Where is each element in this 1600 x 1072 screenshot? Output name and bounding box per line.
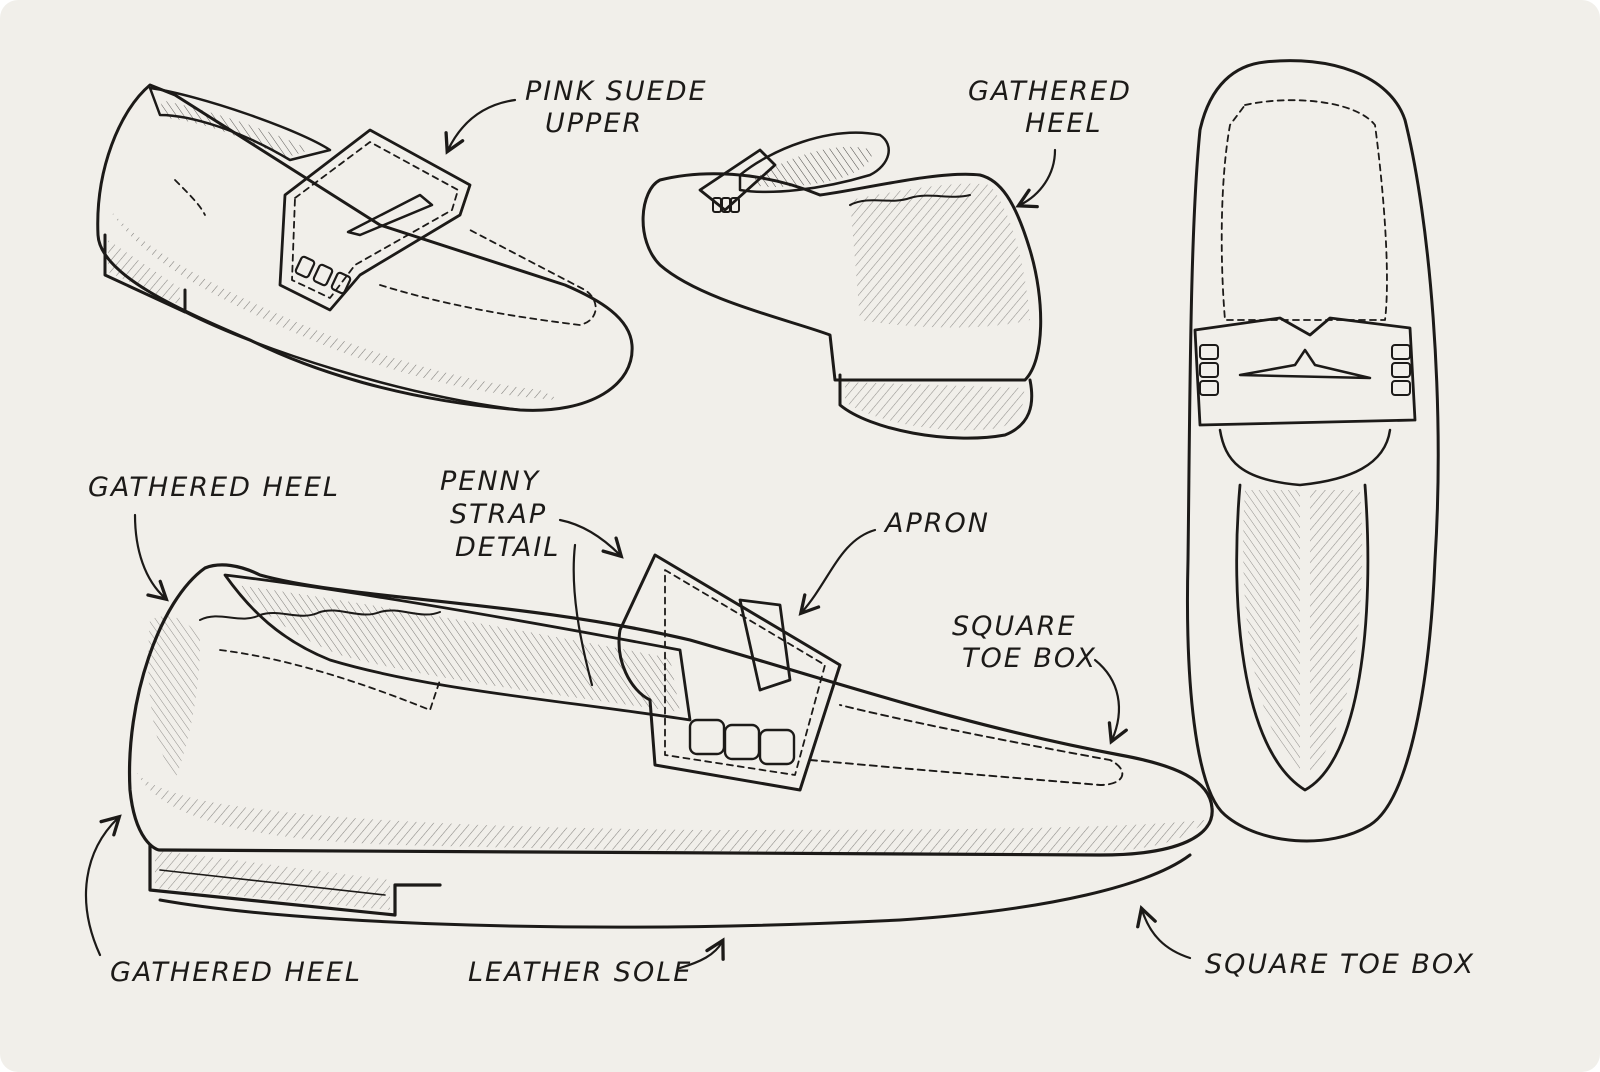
label-pink-suede-upper: PINK SUEDE UPPER xyxy=(525,76,718,139)
label-gathered-heel-left: GATHERED HEEL xyxy=(88,472,340,503)
label-gathered-heel-top: GATHERED HEEL xyxy=(968,76,1143,139)
label-square-toe-box-bottom: SQUARE TOE BOX xyxy=(1205,949,1475,980)
loafer-top-down-view xyxy=(1185,59,1440,843)
label-gathered-heel-bottom: GATHERED HEEL xyxy=(110,957,362,988)
loafer-three-quarter-view xyxy=(96,83,634,412)
label-penny-strap-detail: PENNY STRAP DETAIL xyxy=(440,466,560,563)
callout-arrows xyxy=(84,98,1192,970)
loafer-rear-view xyxy=(641,131,1043,440)
label-square-toe-box-mid: SQUARE TOE BOX xyxy=(952,611,1097,674)
loafer-side-view xyxy=(127,553,1214,929)
label-apron: APRON xyxy=(883,508,990,539)
label-leather-sole: LEATHER SOLE xyxy=(468,957,692,988)
